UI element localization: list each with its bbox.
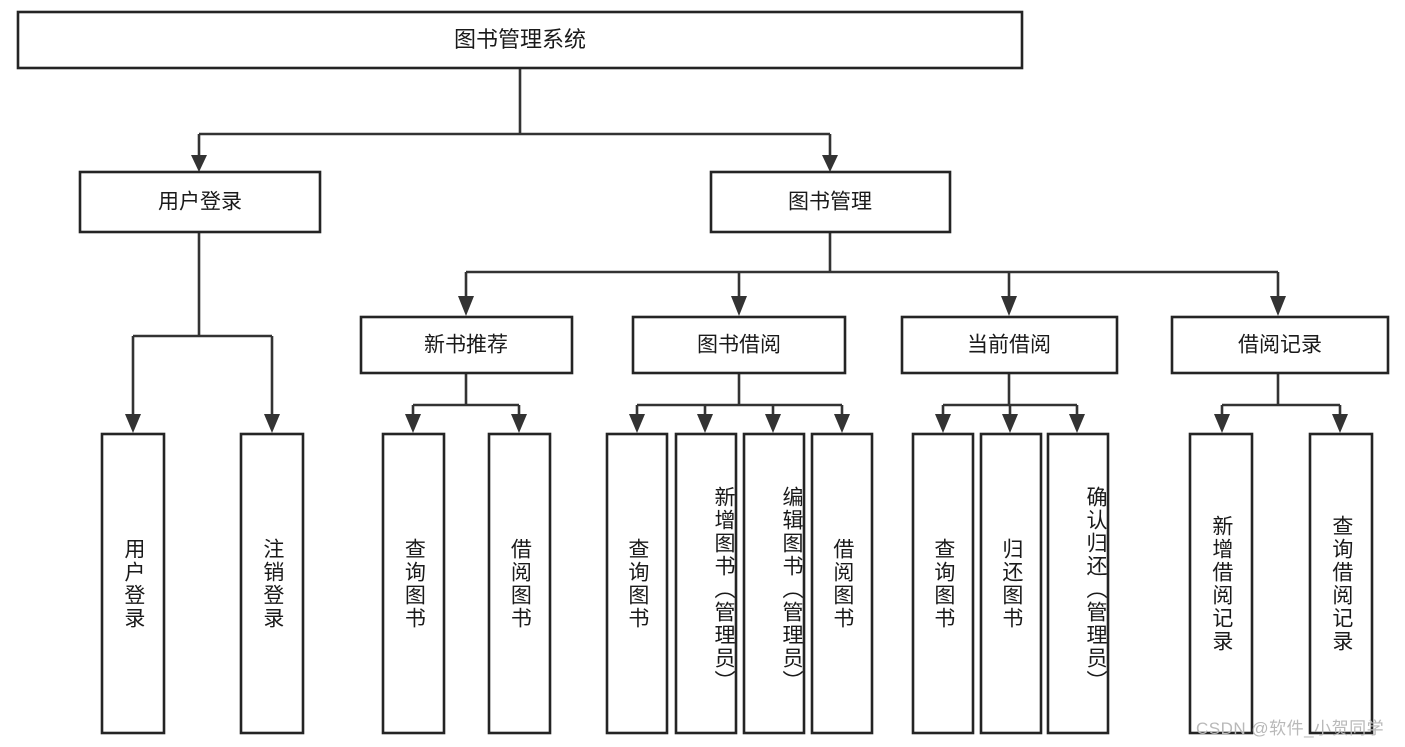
arrow-leaf-query-book-1 xyxy=(405,414,421,433)
arrow-leaf-return-book xyxy=(1002,414,1018,433)
node-leaf-logout-login[interactable] xyxy=(239,432,305,735)
csdn-watermark: CSDN @软件_小贺同学 xyxy=(1196,719,1385,738)
arrow-leaf-query-record xyxy=(1332,414,1348,433)
connector-group xyxy=(125,68,1348,433)
node-leaf-borrow-book-1[interactable] xyxy=(487,432,552,735)
arrow-borrow-record xyxy=(1270,296,1286,316)
node-root[interactable] xyxy=(16,10,1024,70)
arrow-leaf-logout-login xyxy=(264,414,280,433)
node-current-borrow[interactable] xyxy=(900,315,1119,375)
label-current-borrow: 当前借阅 xyxy=(967,334,1051,357)
node-book-manage[interactable] xyxy=(709,170,952,234)
arrow-leaf-borrow-book-1 xyxy=(511,414,527,433)
node-leaf-query-book-3[interactable] xyxy=(911,432,975,735)
node-borrow-record[interactable] xyxy=(1170,315,1390,375)
node-leaf-user-login[interactable] xyxy=(100,432,166,735)
node-leaf-query-record[interactable] xyxy=(1308,432,1374,735)
arrow-leaf-confirm-return xyxy=(1069,414,1085,433)
arrow-leaf-user-login xyxy=(125,414,141,433)
label-new-book-recommend: 新书推荐 xyxy=(424,334,508,357)
label-root: 图书管理系统 xyxy=(454,27,586,52)
arrow-leaf-add-record xyxy=(1214,414,1230,433)
arrow-current-borrow xyxy=(1001,296,1017,316)
node-leaf-add-record[interactable] xyxy=(1188,432,1254,735)
label-borrow-record: 借阅记录 xyxy=(1238,334,1322,357)
arrow-leaf-query-book-3 xyxy=(935,414,951,433)
arrow-leaf-query-book-2 xyxy=(629,414,645,433)
node-user-login[interactable] xyxy=(78,170,322,234)
label-user-login: 用户登录 xyxy=(158,191,242,214)
label-book-manage: 图书管理 xyxy=(788,191,872,214)
arrow-new-book-recommend xyxy=(458,296,474,316)
node-box-group xyxy=(16,10,1390,735)
arrow-book-borrow xyxy=(731,296,747,316)
node-leaf-edit-book[interactable] xyxy=(742,432,806,735)
node-leaf-borrow-book-2[interactable] xyxy=(810,432,874,735)
node-book-borrow[interactable] xyxy=(631,315,847,375)
node-leaf-confirm-return[interactable] xyxy=(1046,432,1110,735)
arrow-user-login xyxy=(191,155,207,172)
node-leaf-query-book-1[interactable] xyxy=(381,432,446,735)
node-leaf-return-book[interactable] xyxy=(979,432,1043,735)
horizontal-label-group: 图书管理系统 用户登录 图书管理 新书推荐 图书借阅 当前借阅 借阅记录 xyxy=(158,27,1322,357)
label-book-borrow: 图书借阅 xyxy=(697,334,781,357)
node-new-book-recommend[interactable] xyxy=(359,315,574,375)
arrow-leaf-edit-book xyxy=(765,414,781,433)
arrow-leaf-borrow-book-2 xyxy=(834,414,850,433)
node-leaf-add-book[interactable] xyxy=(674,432,738,735)
arrow-leaf-add-book xyxy=(697,414,713,433)
arrow-book-manage xyxy=(822,155,838,172)
node-leaf-query-book-2[interactable] xyxy=(605,432,669,735)
